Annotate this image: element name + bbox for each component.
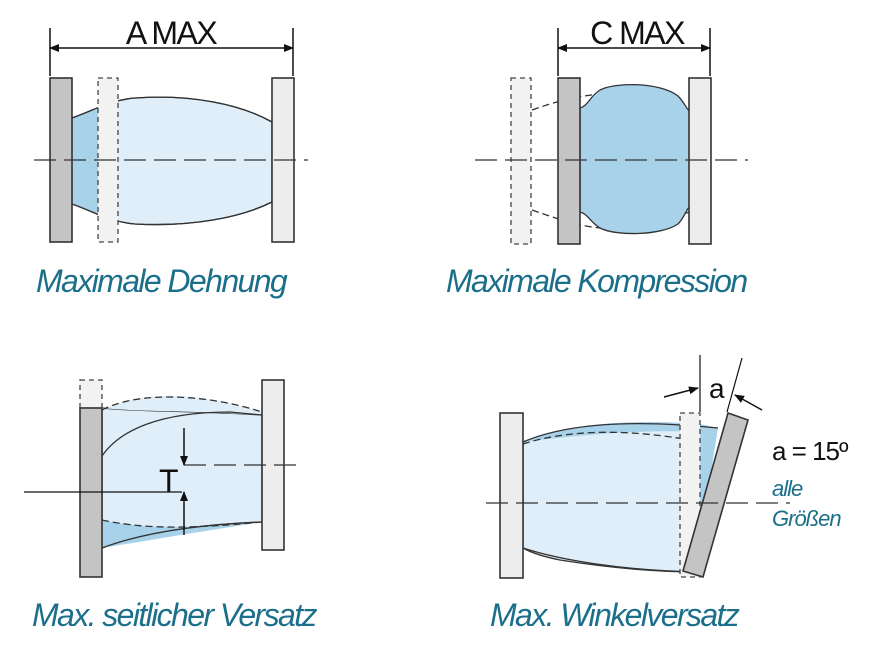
angular-caption: Max. Winkelversatz (490, 597, 740, 633)
compression-bellows-body (579, 83, 691, 235)
angular-angle-note: a = 15º (772, 436, 849, 466)
lateral-bellows-ghost-contour (101, 396, 263, 528)
angular-bellows-body (522, 425, 701, 573)
compression-caption: Maximale Kompression (446, 263, 747, 299)
angular-flange-left (499, 412, 524, 579)
compression-flange-ghost (510, 77, 532, 245)
angular-size-note-line2: Größen (772, 506, 841, 531)
panel-max-angular-offset: a a = 15º alle Größen Max. Winkelversatz (486, 355, 850, 633)
extension-bellows-outline (71, 96, 273, 226)
panel-max-lateral-offset: T Max. seitlicher Versatz (24, 379, 319, 633)
angular-reference-line-tilted (726, 357, 743, 413)
angular-bellows-ghost-contour (522, 431, 701, 445)
extension-caption: Maximale Dehnung (36, 263, 288, 299)
lateral-bellows-top-shade (102, 395, 262, 415)
angular-angle-label: a (709, 373, 725, 404)
extension-bellows-shade (72, 108, 100, 216)
lateral-caption: Max. seitlicher Versatz (32, 597, 317, 633)
lateral-flange-ghost (79, 379, 103, 409)
extension-dimension-label: A MAX (126, 15, 217, 51)
compression-flange-left (557, 77, 581, 245)
lateral-bellows-bottom-shade (102, 520, 262, 548)
angular-size-note-line1: alle (772, 476, 803, 501)
panel-max-extension: A MAX Maximale Dehnung (34, 15, 308, 299)
compression-flange-right (688, 77, 712, 245)
panel-max-compression: C MAX Maximale Kompression (446, 15, 749, 299)
lateral-offset-label: T (159, 463, 178, 499)
angular-angle-arrow-right (734, 394, 763, 411)
compression-dimension-label: C MAX (590, 15, 685, 51)
angular-angle-arrow-left (663, 386, 699, 398)
angular-flange-tilted (682, 411, 749, 578)
lateral-bellows-outline (101, 411, 263, 549)
